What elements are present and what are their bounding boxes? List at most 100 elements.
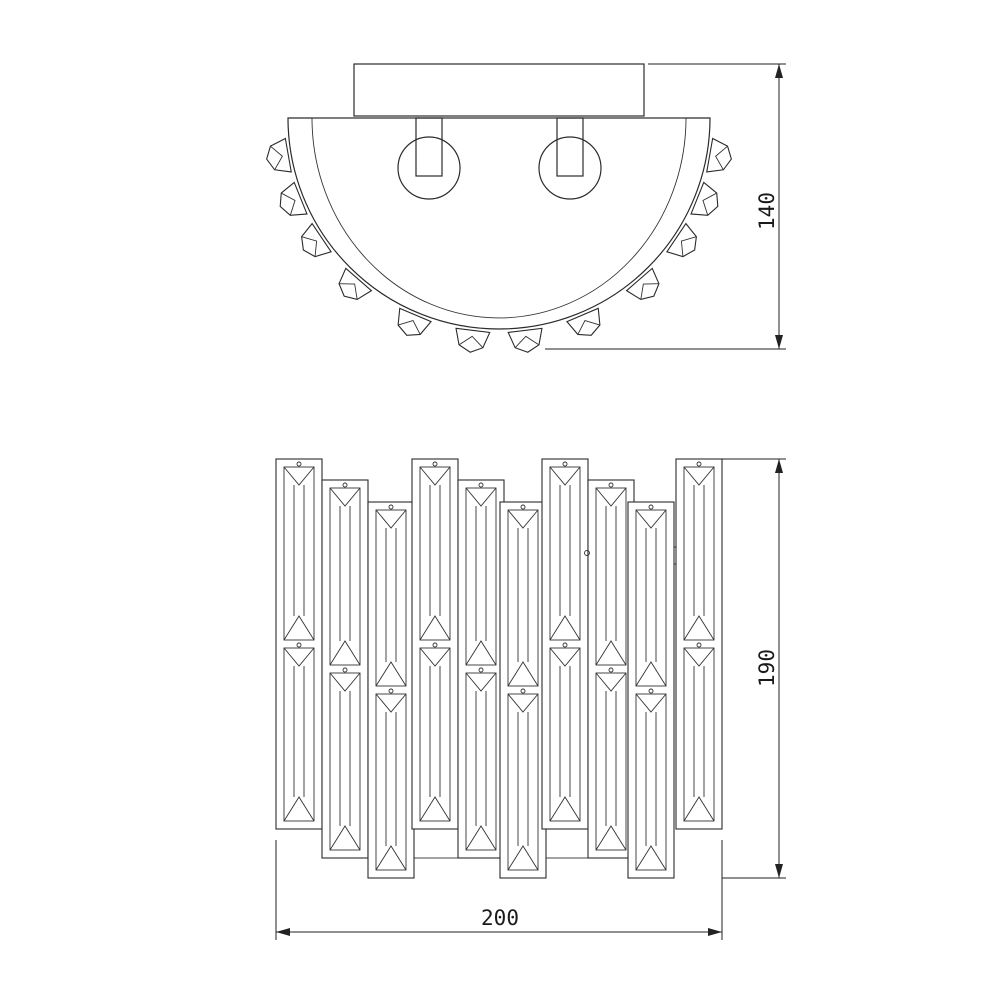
height-label: 190 — [755, 649, 779, 687]
column-outline — [587, 479, 635, 859]
crystal-prism — [283, 466, 315, 641]
depth-label: 140 — [755, 192, 779, 230]
hang-hole — [296, 461, 302, 467]
crystal-column — [411, 458, 459, 830]
hang-hole — [520, 688, 526, 694]
hang-hole — [562, 642, 568, 648]
crystal-prism — [419, 647, 451, 822]
crystal-column — [541, 458, 589, 830]
hang-hole — [342, 482, 348, 488]
prism-bottom-facet — [329, 640, 361, 666]
column-outline — [457, 479, 505, 859]
prism-bottom-facet — [419, 615, 451, 641]
crystal-column — [457, 479, 505, 859]
hang-hole — [608, 482, 614, 488]
prism-top-facet — [375, 693, 407, 713]
hang-hole — [608, 667, 614, 673]
rim-crystal — [279, 181, 308, 216]
prism-bottom-facet — [507, 845, 539, 871]
column-outline — [499, 501, 547, 879]
rim-crystal — [625, 267, 660, 301]
prism-top-facet — [683, 647, 715, 667]
hang-hole — [296, 642, 302, 648]
prism-top-facet — [683, 466, 715, 486]
crystal-prism — [549, 466, 581, 641]
rim-crystal — [301, 222, 332, 258]
hang-hole — [562, 461, 568, 467]
prism-bottom-facet — [549, 615, 581, 641]
crystal-column — [499, 501, 547, 879]
prism-bottom-facet — [635, 845, 667, 871]
prism-bottom-facet — [595, 825, 627, 851]
dimension-width: 200 — [275, 840, 723, 940]
wall-plate — [353, 63, 645, 117]
prism-bottom-facet — [635, 661, 667, 687]
prism-top-facet — [283, 466, 315, 486]
column-outline — [675, 458, 723, 830]
prism-top-facet — [465, 487, 497, 507]
hang-hole — [648, 688, 654, 694]
dimension-depth: 140 — [545, 63, 786, 350]
dimension-height: 190 — [722, 458, 786, 879]
crystal-prism — [635, 693, 667, 871]
crystal-prism — [507, 509, 539, 687]
rim-crystal — [397, 307, 432, 336]
hang-hole — [388, 504, 394, 510]
crystal-column — [367, 501, 415, 879]
socket-right — [538, 117, 602, 200]
prism-bottom-facet — [683, 796, 715, 822]
crystal-prism — [375, 509, 407, 687]
rim-crystal — [266, 137, 292, 173]
prism-top-facet — [595, 487, 627, 507]
prism-bottom-facet — [283, 615, 315, 641]
prism-top-facet — [419, 647, 451, 667]
prism-top-facet — [329, 487, 361, 507]
column-outline — [367, 501, 415, 879]
crystal-column — [675, 458, 723, 830]
crystal-prism — [465, 672, 497, 851]
fixing-hole — [584, 550, 590, 556]
prism-top-facet — [329, 672, 361, 692]
prism-top-facet — [507, 509, 539, 529]
crystal-prism — [635, 509, 667, 687]
crystal-prism — [375, 693, 407, 871]
crystal-prism — [329, 672, 361, 851]
column-outline — [411, 458, 459, 830]
prism-bottom-facet — [375, 661, 407, 687]
prism-top-facet — [507, 693, 539, 713]
crystal-columns — [275, 458, 723, 879]
prism-top-facet — [419, 466, 451, 486]
shade-outer — [287, 117, 711, 330]
hang-hole — [520, 504, 526, 510]
crystal-prism — [419, 466, 451, 641]
prism-top-facet — [283, 647, 315, 667]
rim-crystals — [266, 137, 732, 353]
prism-top-facet — [595, 672, 627, 692]
prism-top-facet — [635, 509, 667, 529]
crystal-prism — [683, 647, 715, 822]
rim-crystal — [455, 327, 491, 353]
prism-top-facet — [549, 647, 581, 667]
prism-bottom-facet — [507, 661, 539, 687]
crystal-column — [275, 458, 323, 830]
crystal-prism — [507, 693, 539, 871]
hang-hole — [342, 667, 348, 673]
column-outline — [321, 479, 369, 859]
prism-top-facet — [549, 466, 581, 486]
rim-crystal — [666, 222, 697, 258]
hang-hole — [388, 688, 394, 694]
prism-bottom-facet — [465, 825, 497, 851]
crystal-prism — [329, 487, 361, 666]
column-outline — [627, 501, 675, 879]
rim-crystal — [338, 267, 373, 301]
top-view — [266, 63, 732, 353]
prism-bottom-facet — [465, 640, 497, 666]
prism-bottom-facet — [283, 796, 315, 822]
prism-bottom-facet — [419, 796, 451, 822]
crystal-prism — [683, 466, 715, 641]
rim-crystal — [507, 327, 543, 353]
crystal-prism — [465, 487, 497, 666]
width-label: 200 — [481, 906, 519, 930]
rim-crystal — [706, 137, 732, 173]
